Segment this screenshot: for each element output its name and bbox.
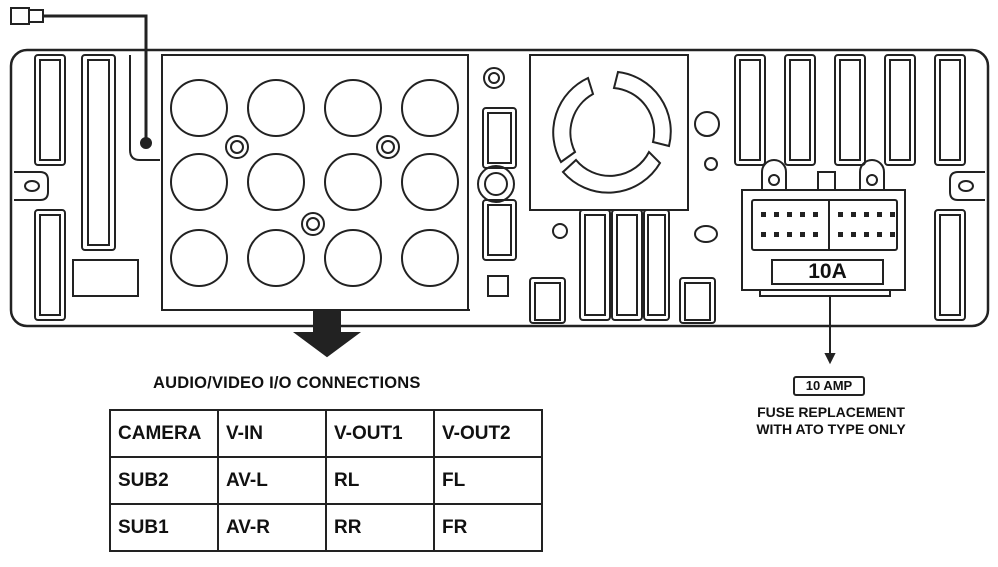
fuse-slot — [771, 259, 884, 285]
table-cell: CAMERA — [109, 409, 219, 458]
table-row: CAMERA V-IN V-OUT1 V-OUT2 — [109, 409, 543, 458]
table-row: SUB1 AV-R RR FR — [109, 503, 543, 552]
down-arrow-icon — [292, 311, 362, 358]
right-mount-hole — [949, 171, 985, 201]
connections-table: CAMERA V-IN V-OUT1 V-OUT2 SUB2 AV-L RL F… — [109, 409, 543, 552]
rca-jack-panel — [161, 54, 469, 311]
table-cell: FR — [433, 503, 543, 552]
fuse-arrow-icon — [824, 353, 836, 365]
table-cell: AV-R — [217, 503, 327, 552]
table-cell: V-OUT1 — [325, 409, 435, 458]
table-cell: AV-L — [217, 456, 327, 505]
label-plate — [72, 259, 139, 297]
table-cell: V-IN — [217, 409, 327, 458]
table-cell: SUB2 — [109, 456, 219, 505]
table-cell: V-OUT2 — [433, 409, 543, 458]
antenna-lead — [10, 7, 152, 149]
right-vents — [734, 54, 966, 321]
fuse-note: FUSE REPLACEMENT WITH ATO TYPE ONLY — [736, 404, 926, 438]
fuse-note-line-1: FUSE REPLACEMENT — [757, 404, 905, 420]
iso-wiring-connector — [741, 159, 906, 297]
table-cell: FL — [433, 456, 543, 505]
fuse-rating-tag: 10 AMP — [793, 376, 865, 396]
centre-column — [477, 67, 517, 297]
chassis-outline — [9, 48, 990, 328]
table-cell: RL — [325, 456, 435, 505]
fuse-note-line-2: WITH ATO TYPE ONLY — [756, 421, 906, 437]
fuse-slot-label: 10A — [808, 260, 847, 283]
fan-icon — [529, 54, 689, 211]
left-vents — [34, 54, 116, 321]
connections-heading: AUDIO/VIDEO I/O CONNECTIONS — [153, 374, 421, 392]
table-cell: SUB1 — [109, 503, 219, 552]
table-row: SUB2 AV-L RL FL — [109, 456, 543, 505]
table-cell: RR — [325, 503, 435, 552]
left-mount-hole — [14, 171, 49, 201]
centre-vents — [529, 111, 720, 324]
